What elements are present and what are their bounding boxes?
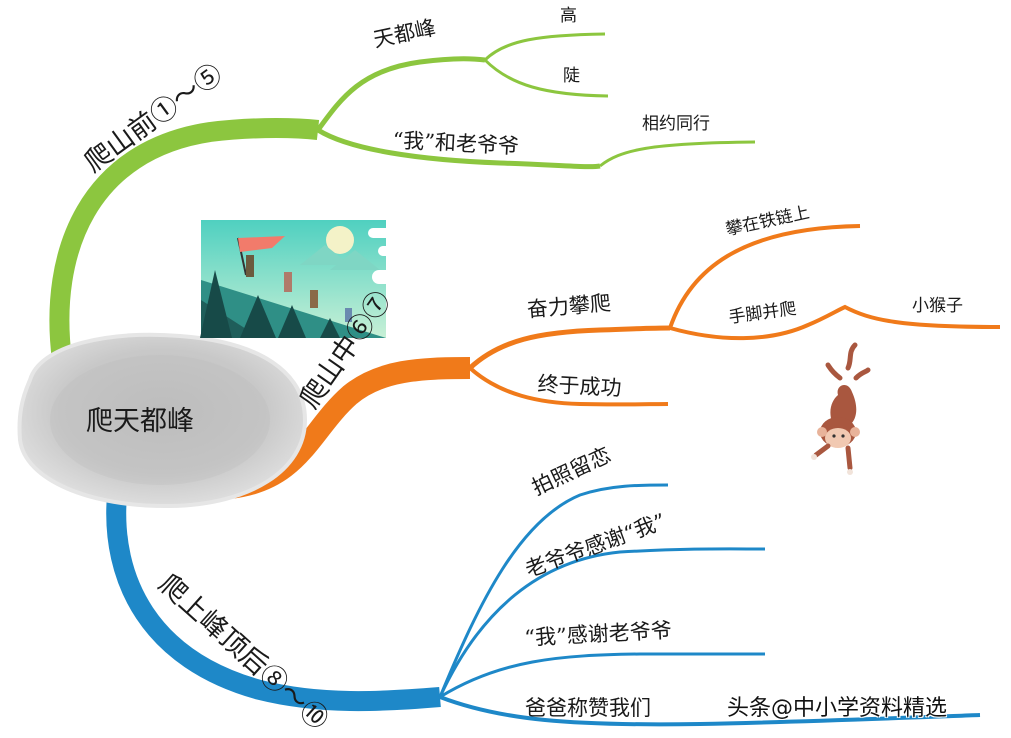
center-node-label: 爬天都峰 — [86, 406, 194, 437]
node-little-monkey: 小猴子 — [912, 296, 963, 316]
monkey-picture — [811, 342, 871, 475]
mountain-climbers-picture — [200, 220, 420, 338]
node-agree-to-go-together: 相约同行 — [642, 114, 710, 134]
branch-before-climb — [49, 32, 756, 362]
node-dad-praises-us: 爸爸称赞我们 — [525, 696, 651, 720]
watermark-text: 头条@中小学资料精选 — [727, 696, 948, 721]
node-high: 高 — [560, 6, 577, 26]
branch-after-summit — [106, 483, 981, 727]
node-steep: 陡 — [563, 66, 580, 86]
center-node — [17, 332, 308, 509]
node-finally-succeed: 终于成功 — [536, 372, 623, 401]
